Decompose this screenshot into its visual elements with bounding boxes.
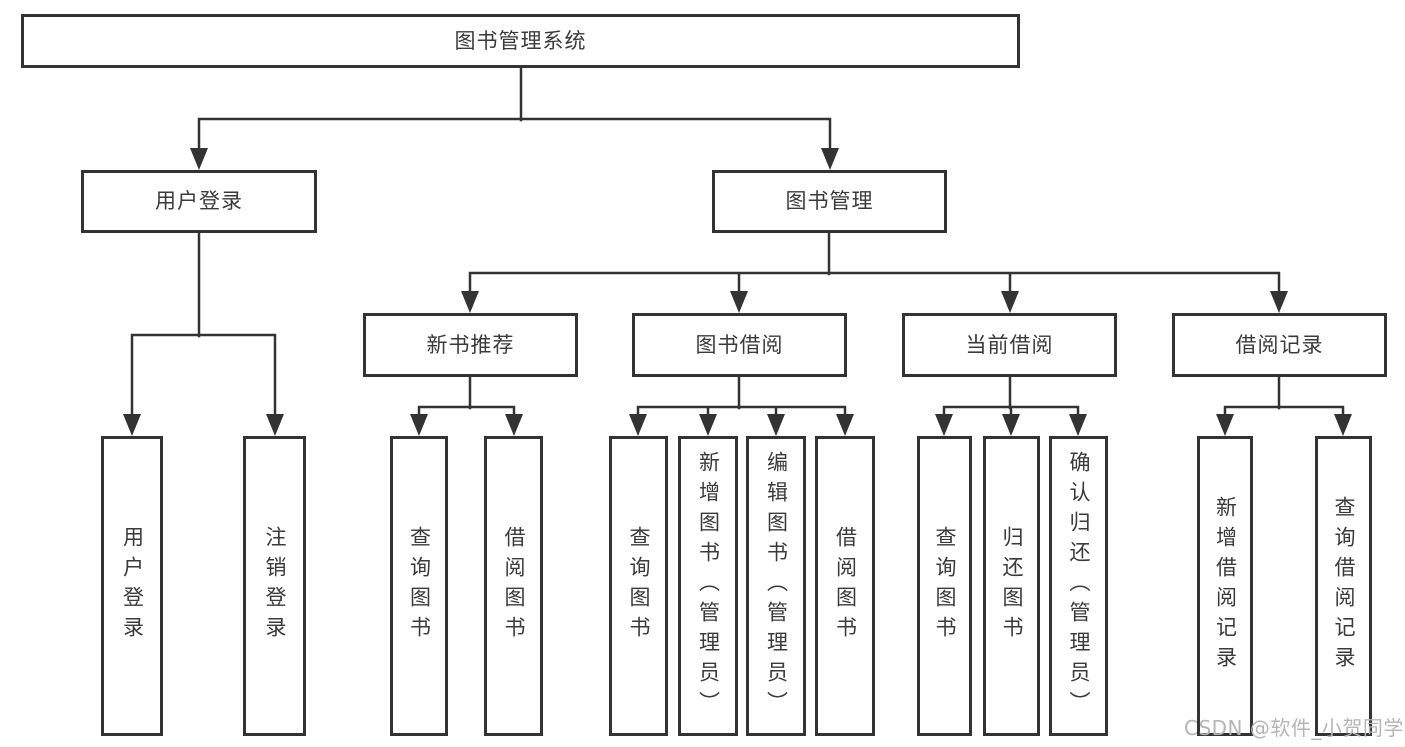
arrowhead (730, 291, 748, 313)
node-label: 查询图书 (407, 526, 432, 646)
node-book-borrowing: 图书借阅 (632, 313, 847, 377)
connector-path (130, 65, 1345, 418)
arrowhead (410, 414, 428, 436)
arrowhead (836, 414, 854, 436)
arrowhead (699, 414, 717, 436)
node-label: 编辑图书（管理员） (764, 451, 789, 721)
node-book-management: 图书管理 (712, 170, 947, 233)
leaf-return-book: 归还图书 (983, 436, 1040, 736)
csdn-watermark: CSDN @软件_小贺同学 (1184, 716, 1404, 740)
leaf-query-book-2: 查询图书 (609, 436, 668, 736)
leaf-query-book-3: 查询图书 (917, 436, 972, 736)
leaf-confirm-return-admin: 确认归还（管理员） (1049, 436, 1108, 736)
node-current-borrowing: 当前借阅 (902, 313, 1117, 377)
leaf-user-login: 用户登录 (101, 436, 163, 736)
node-label: 用户登录 (120, 526, 145, 646)
node-label: 注销登录 (263, 526, 287, 646)
arrowhead (1270, 291, 1288, 313)
node-label: 图书借阅 (695, 332, 784, 357)
arrowhead (1001, 291, 1019, 313)
arrowhead (935, 414, 953, 436)
node-label: 图书管理系统 (454, 28, 587, 53)
node-label: 新增图书（管理员） (696, 451, 721, 721)
node-label: 用户登录 (155, 189, 243, 213)
arrowhead (1069, 414, 1087, 436)
arrowhead (1216, 414, 1234, 436)
arrowhead (1002, 414, 1020, 436)
node-label: 当前借阅 (965, 332, 1054, 357)
arrowhead (505, 414, 523, 436)
arrowhead (629, 414, 647, 436)
node-label: 查询借阅记录 (1332, 496, 1356, 676)
node-label: 借阅记录 (1235, 332, 1324, 357)
node-label: 确认归还（管理员） (1067, 451, 1091, 721)
arrowhead (1334, 414, 1352, 436)
arrowheads (123, 148, 1352, 436)
node-label: 新书推荐 (426, 332, 515, 357)
arrowhead (190, 148, 208, 170)
node-label: 图书管理 (785, 189, 874, 213)
node-library-management-system: 图书管理系统 (21, 14, 1020, 68)
leaf-borrow-book-1: 借阅图书 (484, 436, 543, 736)
node-label: 新增借阅记录 (1213, 496, 1238, 676)
node-label: 借阅图书 (502, 526, 526, 646)
node-label: 查询图书 (933, 526, 957, 646)
node-label: 查询图书 (627, 526, 651, 646)
arrowhead (266, 414, 284, 436)
leaf-add-borrow-record: 新增借阅记录 (1197, 436, 1253, 736)
node-new-book-recommend: 新书推荐 (363, 313, 578, 377)
arrowhead (821, 148, 839, 170)
leaf-edit-book-admin: 编辑图书（管理员） (746, 436, 806, 736)
leaf-logout: 注销登录 (243, 436, 306, 736)
leaf-borrow-book-2: 借阅图书 (815, 436, 875, 736)
node-user-login: 用户登录 (81, 170, 317, 233)
leaf-add-book-admin: 新增图书（管理员） (678, 436, 738, 736)
node-borrowing-records: 借阅记录 (1172, 313, 1387, 377)
leaf-query-book-1: 查询图书 (390, 436, 448, 736)
arrowhead (767, 414, 785, 436)
leaf-query-borrow-record: 查询借阅记录 (1315, 436, 1372, 736)
arrowhead (461, 291, 479, 313)
node-label: 归还图书 (1000, 526, 1024, 646)
node-label: 借阅图书 (833, 526, 858, 646)
arrowhead (123, 414, 141, 436)
